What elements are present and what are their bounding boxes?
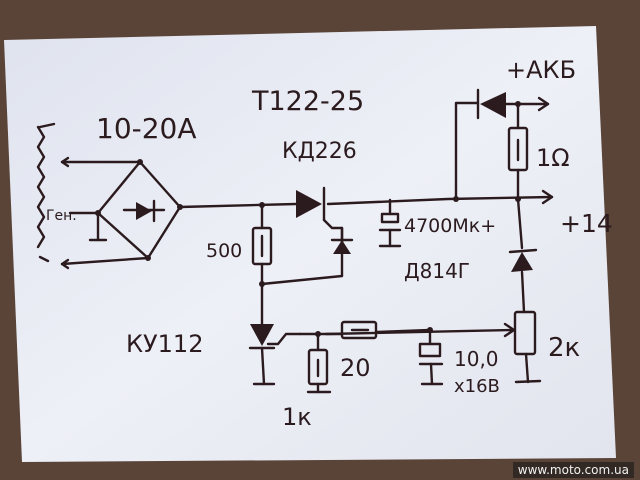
potentiometer-2k — [324, 310, 542, 384]
label-current: 10-20А — [96, 112, 197, 145]
resistor-1ohm — [507, 102, 529, 202]
generator-symbol — [36, 122, 56, 263]
label-cap-10: 10,0 — [454, 347, 499, 371]
label-diode: КД226 — [282, 139, 357, 164]
label-cap-4700: 4700Мк+ — [404, 215, 496, 237]
gate-wire — [260, 274, 344, 286]
label-resistor-1ohm: 1Ω — [536, 144, 570, 172]
capacitor-4700 — [378, 198, 402, 248]
label-resistor-1k: 1к — [282, 403, 312, 431]
label-cap-10-voltage: x16В — [454, 376, 500, 397]
label-output: +14 — [560, 209, 613, 238]
watermark-text: www.moto.com.ua — [512, 462, 634, 478]
battery-branch — [453, 88, 550, 202]
output-arrow — [541, 189, 554, 205]
zener-d814g — [508, 197, 538, 314]
label-resistor-500: 500 — [206, 240, 242, 262]
paper-sheet — [4, 26, 616, 462]
label-generator: Ген. — [46, 208, 77, 224]
label-zener: Д814Г — [404, 259, 470, 283]
thyristor-ku112 — [248, 324, 302, 386]
diode-bridge — [95, 159, 183, 261]
resistor-1k — [306, 332, 332, 394]
label-resistor-20: 20 — [340, 354, 371, 382]
label-pot-2k: 2к — [548, 333, 580, 363]
label-battery: +АКБ — [506, 56, 576, 84]
resistor-20 — [298, 320, 433, 340]
label-thyristor: Т122-25 — [251, 86, 364, 117]
resistor-500 — [251, 226, 273, 266]
diode-kd226 — [330, 226, 354, 254]
label-ku112: КУ112 — [126, 330, 203, 358]
capacitor-10 — [418, 328, 444, 386]
